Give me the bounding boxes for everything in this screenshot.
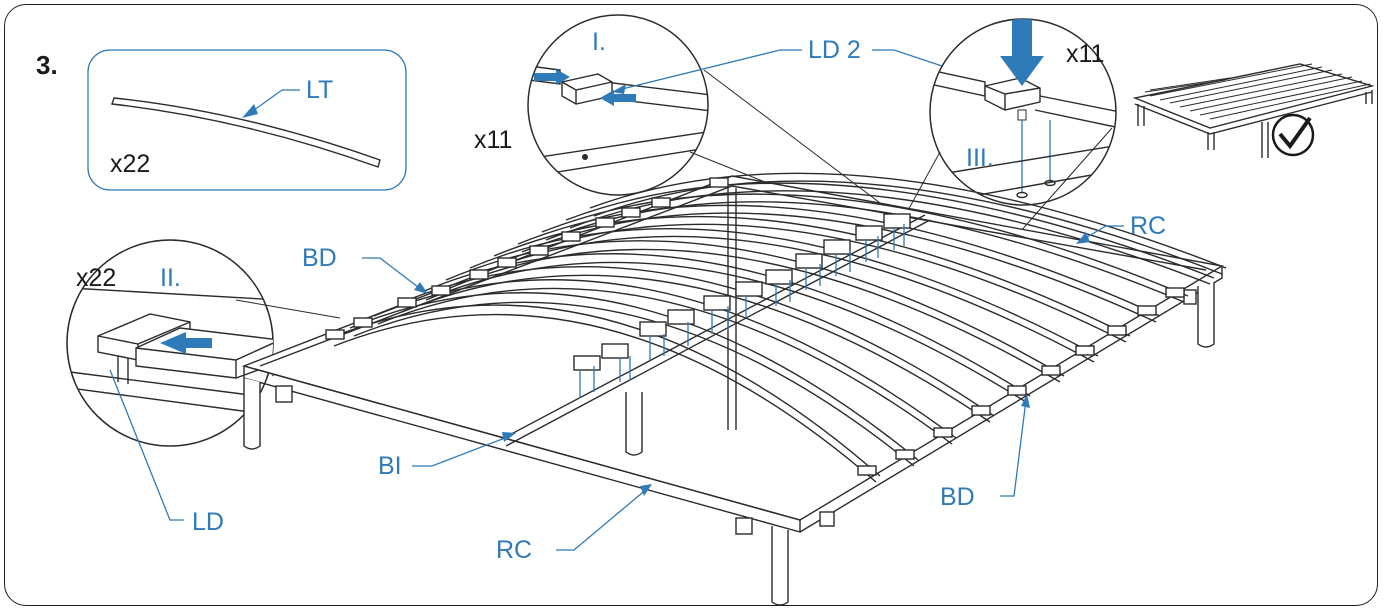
slat-caps [325,177,1185,476]
slat-part [111,97,381,168]
slat-quantity: x22 [110,150,150,178]
bi-leader [412,435,511,467]
slat-inset: LT x22 [87,49,407,191]
bed-frame [241,175,1224,606]
detail-ii-marker: II. [160,264,181,292]
bd-right-leader [1000,399,1027,497]
detail-iii-quantity: x11 [1066,40,1104,68]
lt-label: LT [306,76,333,104]
bi-label: BI [378,452,402,480]
ld-leader [109,369,184,521]
lt-leader [249,89,300,114]
rc-top-label: RC [1130,212,1166,240]
ld2-label: LD 2 [808,36,861,64]
detail-iii: x11 III. [905,18,1117,233]
rc-bottom-label: RC [496,536,532,564]
detail-iii-marker: III. [966,144,994,172]
check-icon [1278,116,1312,150]
ld-label: LD [192,508,224,536]
rc-top-leader [1081,225,1124,241]
assembled-bed-thumbnail [1132,63,1375,158]
bd-right-label: BD [940,483,975,511]
rc-bottom-leader [556,487,649,551]
detail-ii: x22 II. LD [66,239,341,536]
ld2-leader-left [617,49,802,91]
down-arrow-icon [1000,19,1044,86]
detail-i: I. x11 [474,14,901,229]
detail-i-marker: I. [592,28,606,56]
step-number: 3. [36,50,58,80]
bd-top-label: BD [302,244,337,272]
left-arrow-icon [160,332,212,354]
right-arrow-icon [534,69,570,85]
detail-i-quantity: x11 [474,126,512,154]
insertion-guides [579,224,905,398]
instruction-frame [4,4,1378,606]
detail-ii-quantity: x22 [76,264,116,292]
bed-slats [329,172,1227,483]
bd-top-leader [362,257,423,291]
left-arrow-icon [600,90,636,106]
